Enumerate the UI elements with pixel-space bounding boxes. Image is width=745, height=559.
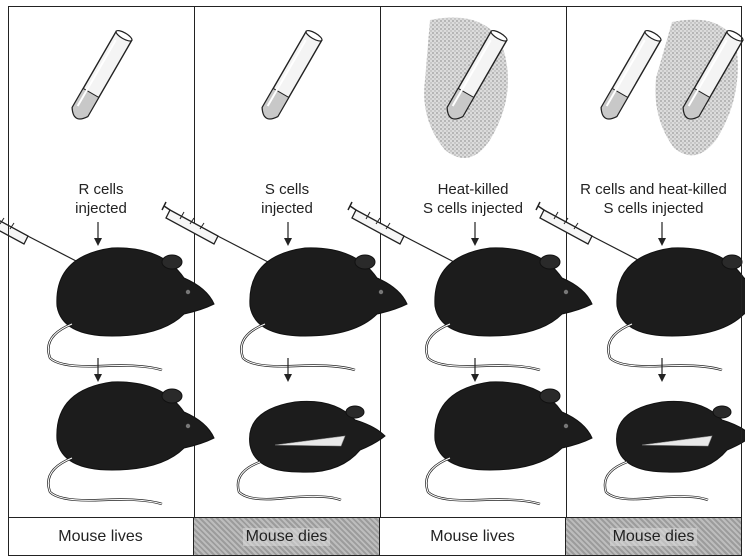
mouse-icon xyxy=(605,401,745,500)
outcome-label: Mouse dies xyxy=(610,528,698,546)
mouse-icon xyxy=(48,248,214,370)
outcome-label: Mouse dies xyxy=(243,528,331,546)
down-arrow-icon xyxy=(658,358,666,382)
down-arrow-icon xyxy=(94,358,102,382)
down-arrow-icon xyxy=(284,222,292,246)
mouse-icon xyxy=(241,248,407,370)
down-arrow-icon xyxy=(471,358,479,382)
down-arrow-icon xyxy=(658,222,666,246)
down-arrow-icon xyxy=(284,358,292,382)
panel-1-caption: R cells injected xyxy=(8,180,194,218)
panel-2-outcome: Mouse dies xyxy=(194,518,380,556)
mouse-icon xyxy=(426,382,592,504)
down-arrow-icon xyxy=(94,222,102,246)
down-arrow-icon xyxy=(471,222,479,246)
panel-4-caption: R cells and heat-killed S cells injected xyxy=(566,180,741,218)
panel-1-outcome: Mouse lives xyxy=(8,518,194,556)
outcome-label: Mouse lives xyxy=(58,528,142,546)
panel-3-outcome: Mouse lives xyxy=(380,518,566,556)
outcome-label: Mouse lives xyxy=(430,528,514,546)
panel-3-caption: Heat-killed S cells injected xyxy=(380,180,566,218)
mouse-icon xyxy=(48,382,214,504)
panel-4-outcome: Mouse dies xyxy=(566,518,741,556)
test-tube-icon xyxy=(259,29,324,123)
test-tube-icon xyxy=(598,29,663,123)
panel-2-caption: S cells injected xyxy=(194,180,380,218)
test-tube-icon xyxy=(69,29,134,123)
mouse-icon xyxy=(426,248,592,370)
mouse-icon xyxy=(238,401,385,500)
mouse-icon xyxy=(608,248,745,370)
